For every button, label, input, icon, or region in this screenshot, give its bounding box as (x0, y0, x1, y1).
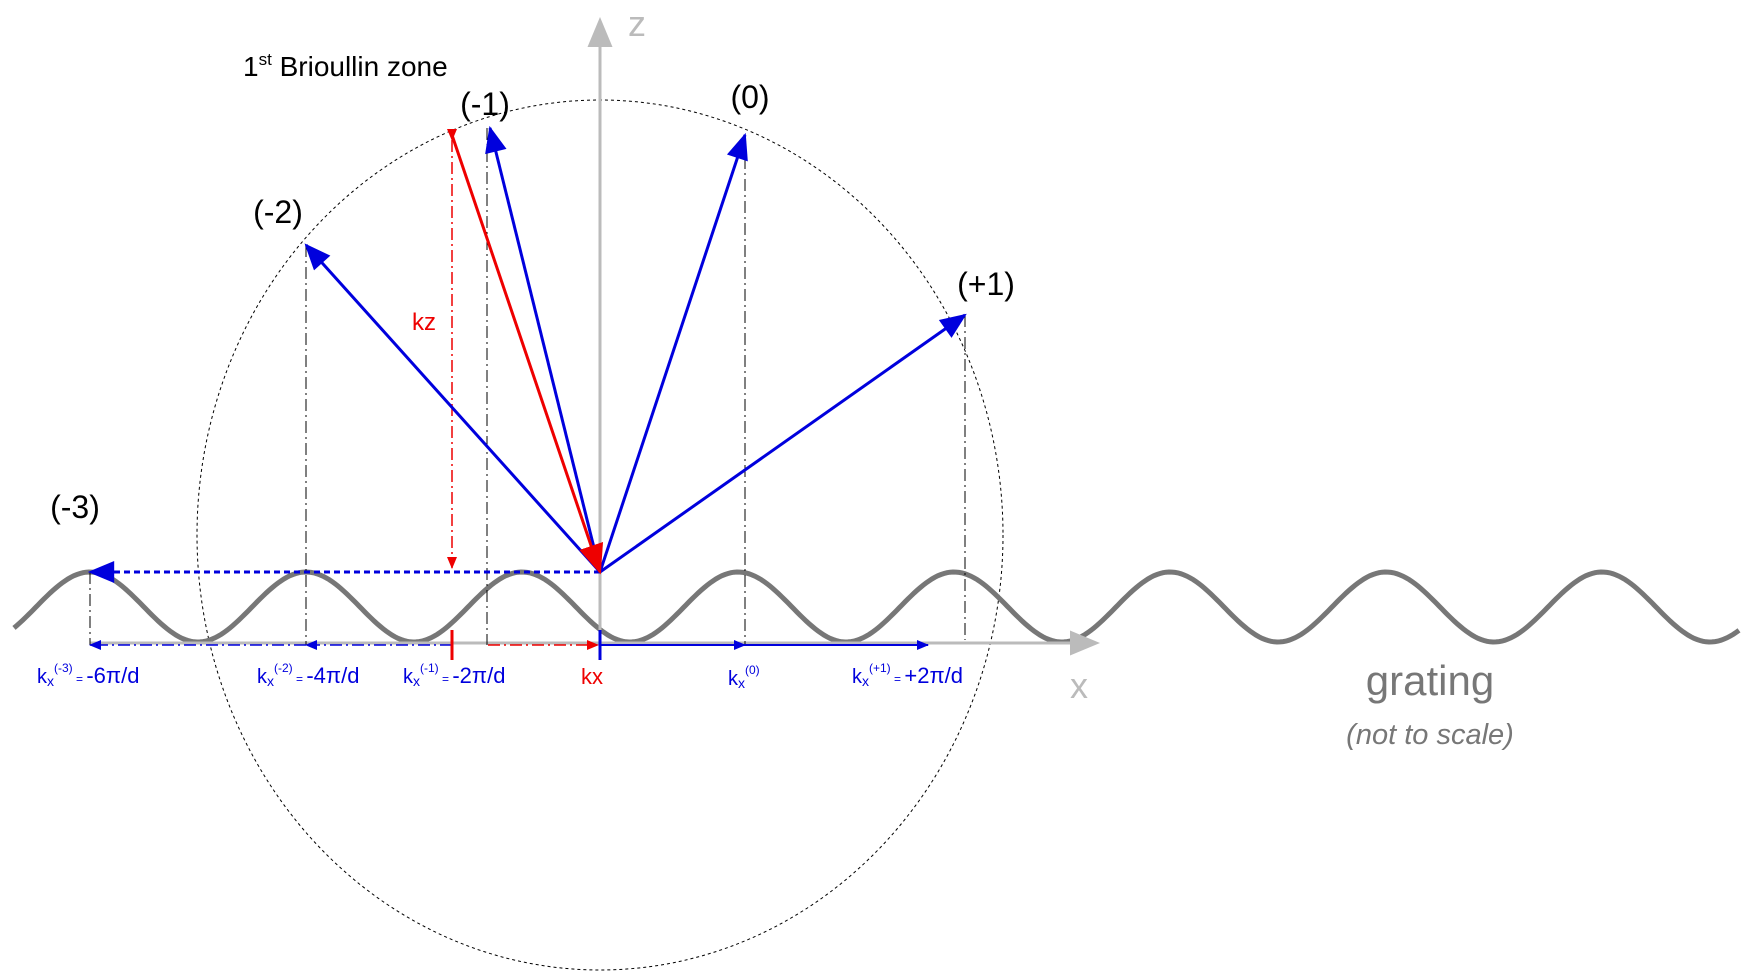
order-label-minus2: (-2) (253, 194, 303, 230)
kx-label-minus3: kx(-3) = -6π/d (37, 661, 139, 689)
kx-label-minus1: kx(-1) = -2π/d (403, 661, 505, 689)
order-zero-arrow (598, 132, 748, 573)
x-axis-label: x (1070, 665, 1088, 706)
kx-label-plus1: kx(+1) = +2π/d (852, 661, 963, 689)
order-label-minus3: (-3) (50, 489, 100, 525)
zone-label-number: 1 (243, 51, 259, 82)
zone-label-superscript: st (259, 50, 273, 69)
scale-note: (not to scale) (1346, 719, 1514, 751)
kx-label-minus2: kx(-2) = -4π/d (257, 661, 359, 689)
z-axis-label: z (628, 3, 646, 44)
incident-wave-arrow (450, 134, 604, 575)
order-plus1-arrow (599, 313, 967, 574)
order-label-minus1: (-1) (460, 86, 510, 122)
guide-lines (89, 128, 966, 645)
incident-kx-label: kx (581, 664, 603, 689)
grating-label: grating (1366, 657, 1494, 704)
diffracted-vectors (304, 125, 967, 574)
order-label-zero: (0) (730, 79, 769, 115)
order-minus2-arrow (304, 243, 602, 574)
zone-label-text: Brioullin zone (272, 51, 448, 82)
order-minus1-arrow (485, 125, 602, 573)
incident-kz-label: kz (412, 309, 436, 336)
order-label-plus1: (+1) (957, 266, 1015, 302)
brillouin-zone-label: 1st Brioullin zone (243, 50, 448, 82)
grating-wave (12, 569, 1741, 645)
kx-label-zero: kx(0) (728, 663, 760, 691)
